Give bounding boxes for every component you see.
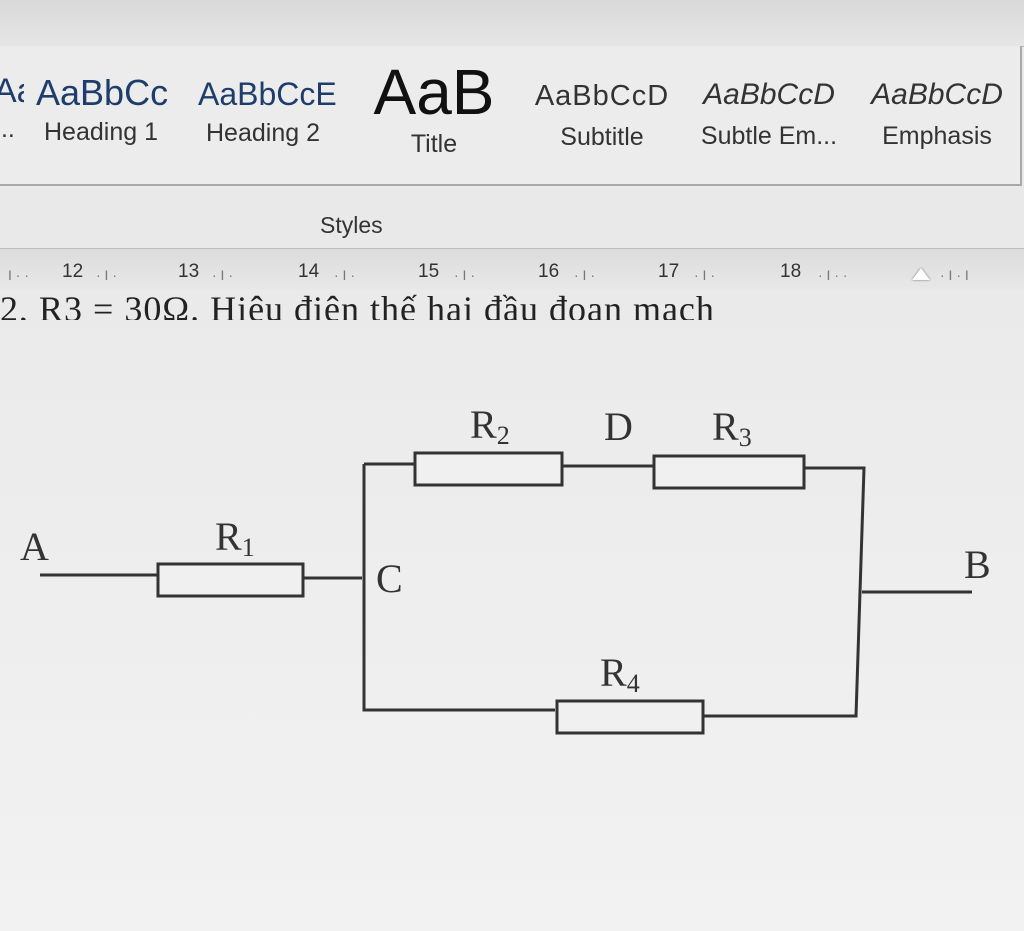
ruler-number: 18	[780, 261, 802, 282]
style-heading-2[interactable]: AaBbCcE Heading 2	[198, 76, 336, 148]
ruler-number: 17	[658, 261, 680, 282]
resistor-letter: R	[712, 404, 739, 449]
style-sample: AaBbCcD	[703, 78, 835, 111]
resistor-r4	[555, 699, 705, 735]
node-label-d: D	[604, 404, 633, 449]
resistor-letter: R	[215, 514, 242, 559]
style-normal[interactable]: AaBbCc ...	[0, 72, 24, 144]
style-label: Title	[410, 130, 458, 158]
ruler-number: 12	[62, 261, 84, 282]
style-sample: AaBbCcD	[534, 80, 670, 112]
node-label-b: B	[964, 542, 991, 587]
circuit-diagram: A B C D R1 R2 R3 R4	[20, 402, 991, 735]
style-sample: AaB	[373, 56, 495, 128]
resistor-subscript: 1	[242, 533, 255, 562]
style-subtitle[interactable]: AaBbCcD Subtitle	[532, 80, 672, 152]
style-label: Subtitle	[560, 123, 644, 151]
style-label: Heading 2	[206, 119, 320, 147]
style-sample: AaBbCc	[36, 72, 169, 113]
style-sample: AaBbCcD	[871, 78, 1003, 111]
ruler-number: 16	[538, 261, 560, 282]
resistor-subscript: 4	[627, 669, 640, 698]
horizontal-ruler[interactable]: I · · 12 · I · 13 · I · 14 · I · 15 · I …	[0, 248, 1024, 291]
resistor-subscript: 2	[497, 421, 510, 450]
resistor-r2	[413, 451, 564, 487]
node-label-c: C	[376, 556, 403, 601]
resistor-label-r3: R3	[712, 404, 752, 452]
resistor-r1	[156, 562, 305, 598]
document-page[interactable]	[0, 290, 1024, 931]
wire-b-right	[703, 466, 866, 718]
styles-gallery: AaBbCc ... AaBbCc Heading 1 AaBbCcE Head…	[0, 46, 1022, 186]
resistor-label-r4: R4	[600, 650, 640, 698]
resistor-letter: R	[600, 650, 627, 695]
styles-group-label: Styles	[320, 212, 383, 238]
style-label: Heading 1	[44, 118, 158, 146]
wire-c-left	[362, 464, 555, 712]
style-subtle-emphasis[interactable]: AaBbCcD Subtle Em...	[694, 78, 844, 151]
node-label-a: A	[20, 524, 49, 569]
ribbon-top-strip	[0, 0, 1024, 47]
style-heading-1[interactable]: AaBbCc Heading 1	[36, 72, 178, 147]
ruler-number: 15	[418, 261, 440, 282]
style-label: Emphasis	[882, 122, 992, 150]
ruler-indent-marker[interactable]	[912, 268, 930, 280]
style-label: Subtle Em...	[700, 122, 838, 150]
document-text: 2, R3 = 30Ω. Hiệu điện thế hai đầu đoạn …	[0, 289, 715, 320]
resistor-label-r2: R2	[470, 402, 510, 450]
style-title[interactable]: AaB Title	[364, 52, 504, 159]
resistor-r3	[652, 454, 806, 490]
style-label: ...	[0, 115, 15, 143]
document-text-line: 2, R3 = 30Ω. Hiệu điện thế hai đầu đoạn …	[0, 280, 1000, 320]
style-sample: AaBbCcE	[198, 76, 336, 112]
ruler-number: 13	[178, 261, 200, 282]
style-sample: AaBbCc	[0, 72, 24, 110]
resistor-letter: R	[470, 402, 497, 447]
resistor-subscript: 3	[739, 423, 752, 452]
resistor-label-r1: R1	[215, 514, 255, 562]
ruler-number: 14	[298, 261, 320, 282]
style-emphasis[interactable]: AaBbCcD Emphasis	[862, 78, 1012, 151]
